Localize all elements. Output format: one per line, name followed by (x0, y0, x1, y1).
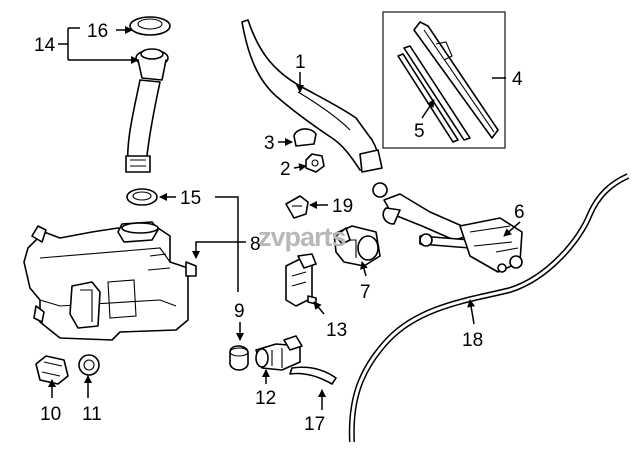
callout-14: 14 (34, 35, 56, 56)
neck-grommet (126, 188, 158, 206)
leader-lines (48, 26, 521, 410)
callout-10: 10 (40, 404, 61, 425)
filler-neck (125, 48, 169, 173)
blade-group-box (382, 11, 506, 149)
callout-1: 1 (295, 52, 306, 73)
arm-cap (293, 128, 317, 147)
callout-16: 16 (87, 21, 108, 42)
filler-cap (129, 16, 171, 36)
callout-15: 15 (180, 188, 201, 209)
callout-9: 9 (234, 301, 245, 322)
pump-grommet (229, 345, 249, 371)
blade-refill (397, 45, 471, 143)
callout-13: 13 (326, 320, 347, 341)
callout-8: 8 (250, 234, 261, 255)
callout-4: 4 (512, 69, 523, 90)
wiper-blade (413, 21, 499, 139)
wiper-linkage (372, 182, 523, 273)
rear-pump (285, 253, 317, 307)
arm-nut (305, 153, 325, 173)
watermark: zvparts (258, 222, 346, 252)
callout-19: 19 (332, 196, 353, 217)
callout-17: 17 (304, 414, 325, 435)
callout-5: 5 (414, 121, 425, 142)
sensor-grommet (78, 354, 100, 376)
callout-11: 11 (82, 404, 102, 425)
hose-connector (285, 195, 309, 219)
short-hose (289, 366, 337, 385)
callout-7: 7 (360, 282, 371, 303)
callout-labels: 1 2 3 4 5 6 7 8 9 10 11 12 13 14 16 15 1… (34, 21, 525, 435)
callout-6: 6 (514, 202, 525, 223)
washer-tank (23, 221, 197, 341)
callout-2: 2 (280, 159, 291, 180)
wiper-arm (241, 19, 383, 173)
level-sensor (35, 355, 69, 385)
washer-pump (333, 225, 381, 267)
callout-18: 18 (462, 330, 483, 351)
callout-3: 3 (264, 133, 275, 154)
callout-12: 12 (255, 388, 276, 409)
washer-hose (348, 173, 630, 443)
front-pump (255, 335, 303, 371)
